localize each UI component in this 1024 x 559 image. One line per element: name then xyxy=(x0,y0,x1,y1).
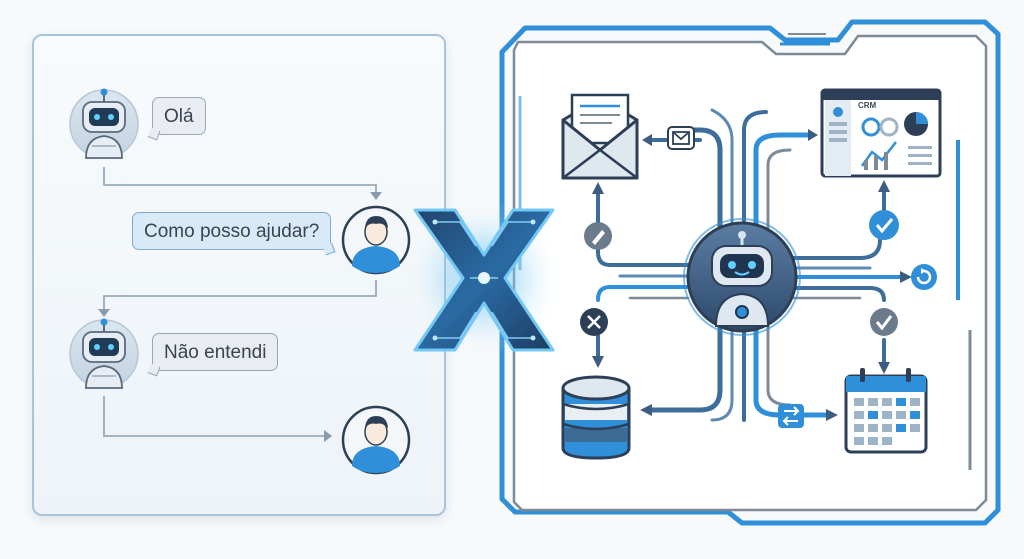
check-badge-bottom xyxy=(870,308,898,336)
crm-node xyxy=(820,88,942,178)
user-avatar xyxy=(341,205,411,275)
robot-icon xyxy=(82,88,126,159)
person-icon xyxy=(352,216,400,273)
mail-badge xyxy=(667,126,695,150)
crm-dashboard-icon xyxy=(820,88,942,178)
chat-message-text: Como posso ajudar? xyxy=(144,221,320,242)
robot-icon xyxy=(711,231,773,327)
close-icon xyxy=(587,315,601,329)
user-avatar xyxy=(341,405,411,475)
calendar-grid xyxy=(854,398,920,445)
chat-connectors xyxy=(103,167,377,437)
close-badge xyxy=(580,308,608,336)
calendar-icon xyxy=(844,368,928,454)
robot-hub xyxy=(683,218,801,336)
person-icon xyxy=(352,416,400,473)
contrast-x xyxy=(404,198,564,358)
check-icon xyxy=(875,218,894,234)
check-icon xyxy=(875,315,893,331)
calendar-node xyxy=(844,368,928,454)
flow-arrows xyxy=(592,129,912,421)
check-badge-top xyxy=(869,210,899,240)
chat-bubble-user: Como posso ajudar? xyxy=(132,212,336,256)
chat-bubble-bot: Olá xyxy=(147,97,206,141)
bot-avatar xyxy=(69,318,139,389)
chat-message-text: Não entendi xyxy=(164,342,267,363)
database-icon xyxy=(561,375,631,460)
edit-icon xyxy=(592,230,605,245)
database-node xyxy=(561,375,631,460)
email-node xyxy=(561,93,639,180)
swap-badge xyxy=(778,404,804,428)
edit-badge xyxy=(584,222,612,250)
chat-message-text: Olá xyxy=(164,106,194,127)
refresh-badge xyxy=(911,264,937,290)
mail-icon xyxy=(672,131,690,145)
crm-label: CRM xyxy=(858,101,877,110)
refresh-icon xyxy=(916,269,932,285)
chat-arrowheads xyxy=(98,192,382,442)
bot-avatar xyxy=(69,88,139,159)
chat-bubble-bot: Não entendi xyxy=(147,333,279,377)
envelope-icon xyxy=(561,93,639,180)
swap-arrows-icon xyxy=(782,406,800,426)
robot-icon xyxy=(82,318,126,389)
